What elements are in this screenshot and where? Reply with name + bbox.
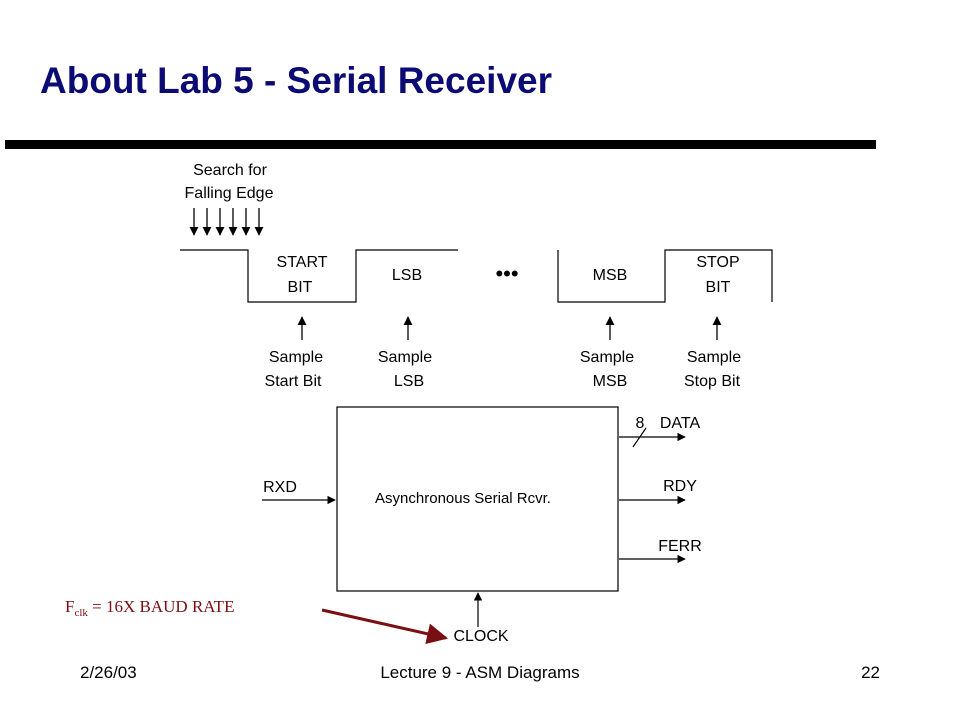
lsb-bit-label: LSB [392, 267, 422, 284]
sample-stop-label-line1: Sample [687, 349, 741, 366]
sample-lsb-label-line1: Sample [378, 349, 432, 366]
ellipsis-dots: ••• [495, 261, 518, 286]
footer-date: 2/26/03 [80, 663, 137, 682]
start-bit-label-line1: START [277, 254, 328, 271]
search-label-line2: Falling Edge [185, 185, 274, 202]
sample-stop-label-line2: Stop Bit [684, 373, 741, 390]
search-label-line1: Search for [193, 162, 267, 179]
falling-edge-search-arrows [189, 208, 264, 236]
sample-lsb-label-line2: LSB [394, 373, 424, 390]
sample-msb-label-line2: MSB [593, 373, 628, 390]
clock-label: CLOCK [453, 628, 508, 645]
footer-page-number: 22 [861, 663, 880, 682]
stop-bit-label-line2: BIT [706, 279, 731, 296]
title-rule [5, 140, 876, 149]
receiver-block [336, 406, 619, 592]
start-bit-label-line2: BIT [288, 279, 313, 296]
msb-bit-label: MSB [593, 267, 628, 284]
fclk-pointer-arrow [321, 608, 449, 645]
sample-start-label-line2: Start Bit [265, 373, 322, 390]
receiver-block-label: Asynchronous Serial Rcvr. [375, 490, 551, 507]
sample-start-label-line1: Sample [269, 349, 323, 366]
footer-lecture: Lecture 9 - ASM Diagrams [380, 663, 580, 682]
sample-msb-label-line1: Sample [580, 349, 634, 366]
slide-title: About Lab 5 - Serial Receiver [40, 60, 553, 101]
data-output-label: DATA [660, 415, 701, 432]
bus-slash [632, 427, 647, 448]
data-bus-width: 8 [636, 415, 645, 432]
ferr-output-label: FERR [658, 538, 702, 555]
serial-waveform [180, 249, 773, 303]
rdy-output-label: RDY [663, 478, 697, 495]
fclk-annotation: Fclk = 16X BAUD RATE [65, 597, 234, 619]
stop-bit-label-line1: STOP [696, 254, 739, 271]
rxd-label: RXD [263, 479, 297, 496]
